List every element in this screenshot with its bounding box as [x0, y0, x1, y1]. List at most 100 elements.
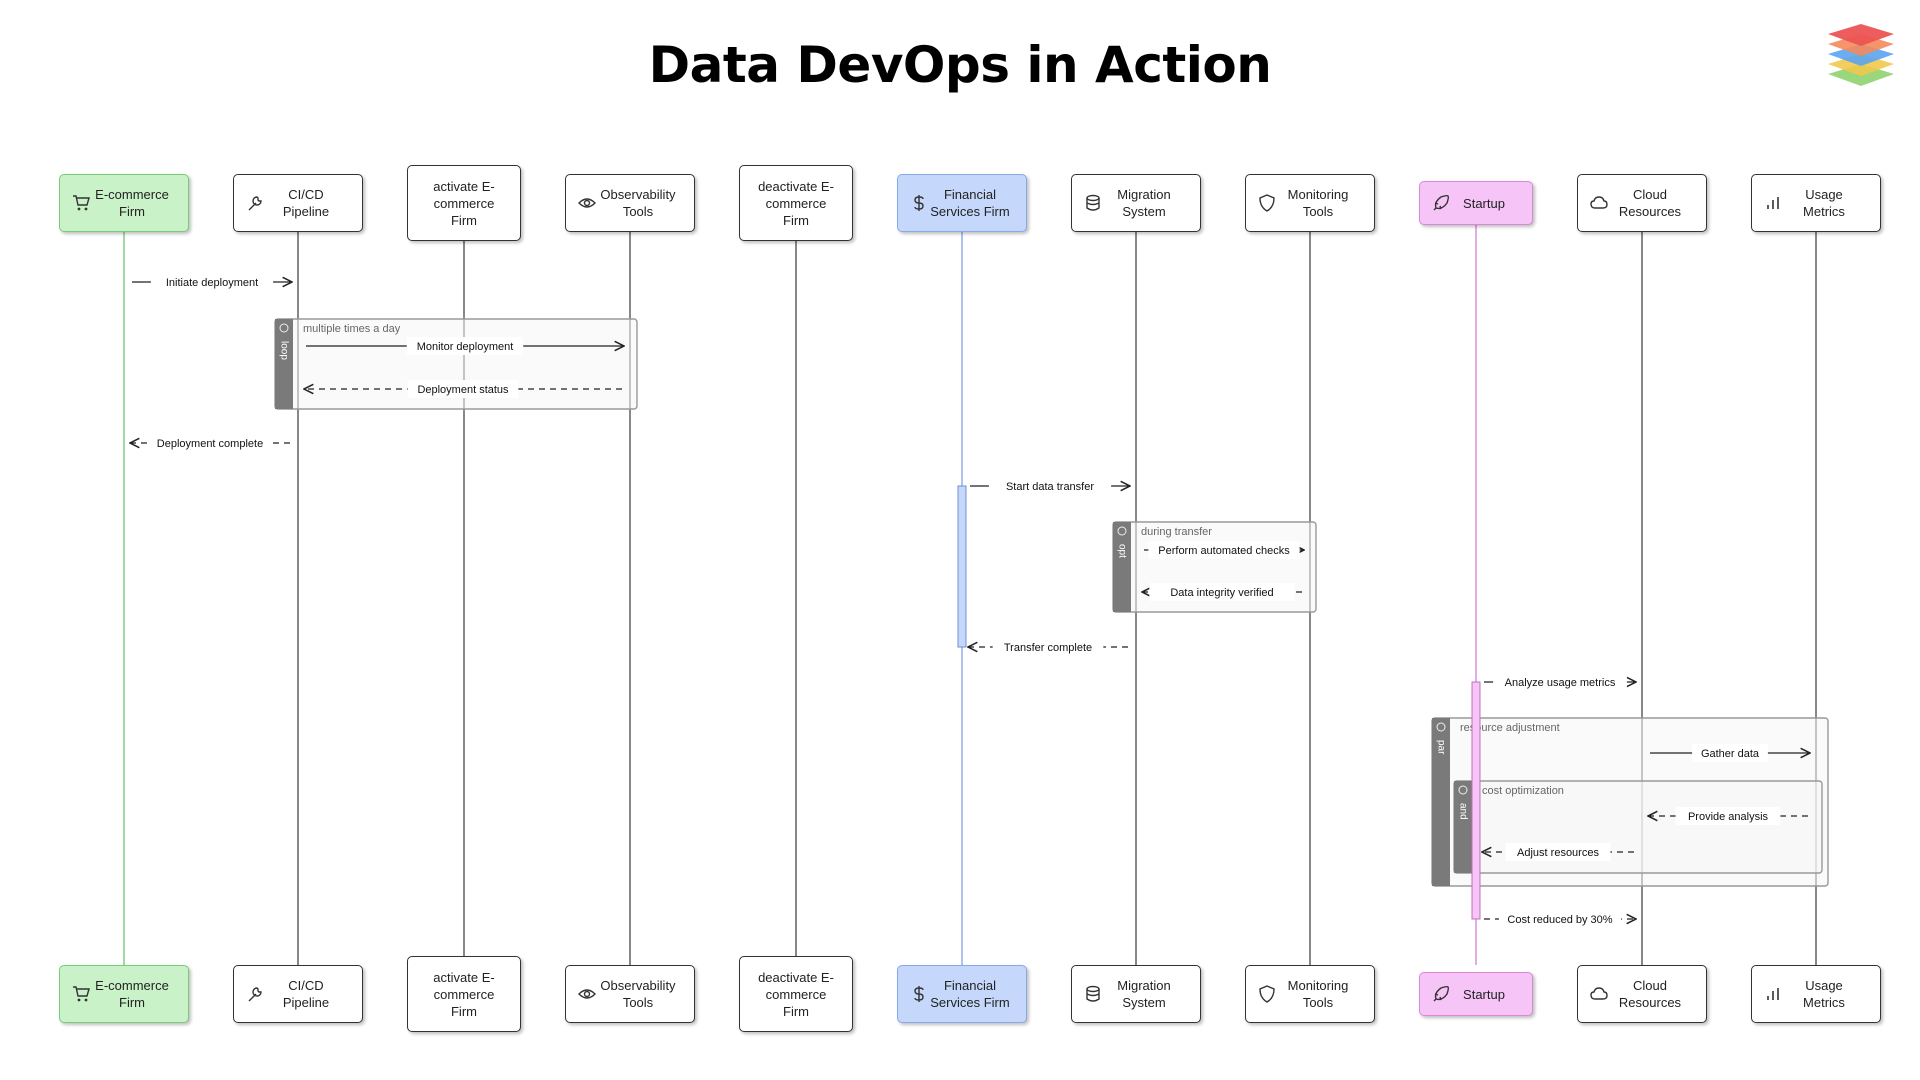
message-label: Monitor deployment: [417, 341, 514, 353]
fragment-condition: during transfer: [1141, 526, 1212, 538]
rocket-icon: [1433, 985, 1450, 1002]
message-label: Provide analysis: [1688, 811, 1769, 823]
message-arrow: Transfer complete: [968, 638, 1128, 656]
fragment-kind: opt: [1116, 544, 1127, 558]
fragment-condition: multiple times a day: [303, 323, 401, 335]
message-label: Start data transfer: [1006, 481, 1094, 493]
database-icon: [1086, 985, 1100, 1002]
participant-label: Startup: [1463, 986, 1505, 1002]
stacked-layers-logo: [1828, 24, 1894, 86]
message-label: Initiate deployment: [166, 277, 258, 289]
participant-start-bottom: Startup: [1419, 972, 1533, 1016]
wrench-icon: [248, 987, 262, 1002]
eye-icon: [578, 989, 596, 999]
fragment-kind: and: [1457, 803, 1468, 820]
message-arrow: Adjust resources: [1482, 843, 1634, 861]
message-arrow: Initiate deployment: [132, 273, 292, 291]
message-arrow: Cost reduced by 30%: [1484, 910, 1636, 928]
message-arrow: Monitor deployment: [306, 337, 624, 355]
message-label: Cost reduced by 30%: [1507, 914, 1612, 926]
message-arrow: Data integrity verified: [1142, 583, 1302, 601]
wrench-icon: [248, 196, 262, 211]
bar-chart-icon: [1767, 988, 1779, 1000]
fragment-kind: loop: [278, 341, 289, 360]
cloud-icon: [1590, 987, 1608, 1000]
eye-icon: [578, 198, 596, 208]
dollar-icon: [914, 195, 924, 211]
message-arrow: Gather data: [1650, 744, 1810, 762]
message-label: Analyze usage metrics: [1505, 677, 1616, 689]
message-label: Adjust resources: [1517, 847, 1599, 859]
rocket-icon: [1433, 194, 1450, 211]
cart-icon: [73, 195, 90, 211]
shield-icon: [1259, 985, 1275, 1003]
message-label: Deployment status: [417, 384, 509, 396]
message-arrow: Provide analysis: [1648, 807, 1808, 825]
message-label: Deployment complete: [157, 438, 263, 450]
database-icon: [1086, 194, 1100, 211]
fragment-condition: resource adjustment: [1460, 722, 1560, 734]
message-arrow: Analyze usage metrics: [1484, 673, 1636, 691]
message-label: Transfer complete: [1004, 642, 1092, 654]
fragment-kind: par: [1435, 740, 1446, 755]
shield-icon: [1259, 194, 1275, 212]
message-arrow: Deployment status: [304, 380, 622, 398]
cloud-icon: [1590, 196, 1608, 209]
message-arrow: Start data transfer: [970, 477, 1130, 495]
message-arrow: Perform automated checks: [1144, 541, 1304, 559]
message-label: Gather data: [1701, 748, 1760, 760]
participant-start-top: Startup: [1419, 181, 1533, 225]
activation-fin: [957, 485, 967, 648]
activation-start: [1471, 681, 1481, 920]
dollar-icon: [914, 986, 924, 1002]
message-label: Data integrity verified: [1170, 587, 1273, 599]
bar-chart-icon: [1767, 197, 1779, 209]
fragment-loop: loop multiple times a day: [274, 318, 638, 410]
page-title: Data DevOps in Action: [648, 36, 1272, 94]
message-label: Perform automated checks: [1158, 545, 1290, 557]
fragment-condition: cost optimization: [1482, 785, 1564, 797]
cart-icon: [73, 986, 90, 1002]
